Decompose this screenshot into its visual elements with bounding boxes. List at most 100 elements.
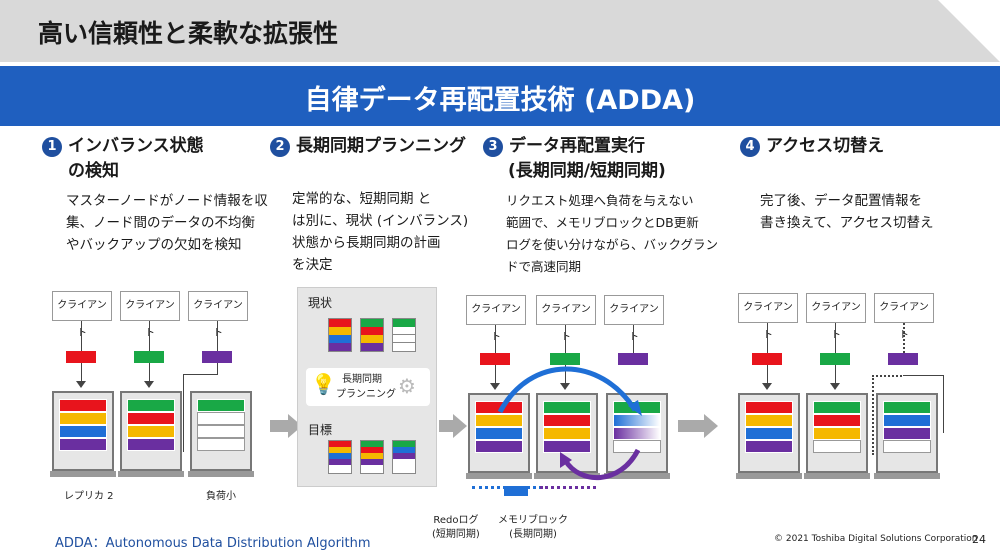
mini-node bbox=[328, 318, 352, 352]
current-label: 現状 bbox=[308, 296, 333, 310]
step-2-description: 定常的な、短期同期 とは別に、現状 (インバランス)状態から長期同期の計画を決定 bbox=[292, 191, 469, 273]
flow-arrow bbox=[678, 420, 706, 432]
mini-node bbox=[360, 318, 384, 352]
server-stand bbox=[736, 473, 802, 479]
connector-line bbox=[183, 374, 217, 375]
client-box: クライアント bbox=[738, 293, 798, 341]
server-node bbox=[52, 391, 114, 471]
arrow-down-icon bbox=[560, 383, 570, 390]
connector-dotted bbox=[872, 375, 874, 455]
server-stand bbox=[118, 471, 184, 477]
client-box: クライアント bbox=[52, 291, 112, 339]
step-4-description: 完了後、データ配置情報を書き換えて、アクセス切替え bbox=[760, 193, 934, 231]
server-node bbox=[190, 391, 252, 471]
connector-line bbox=[81, 363, 82, 381]
server-node bbox=[468, 393, 530, 473]
request-token-red bbox=[480, 353, 510, 365]
memory-block-label: メモリブロック(長期同期) bbox=[498, 515, 568, 540]
server-node bbox=[606, 393, 668, 473]
connector-line bbox=[565, 365, 566, 383]
planning-label-1: 長期同期 bbox=[342, 374, 382, 385]
request-token-green bbox=[550, 353, 580, 365]
arrow-down-icon bbox=[762, 383, 772, 390]
step-3-title-line2: (長期同期/短期同期) bbox=[508, 161, 666, 181]
flow-arrow bbox=[270, 420, 290, 432]
request-token-red bbox=[752, 353, 782, 365]
mini-node bbox=[328, 440, 352, 474]
connector-line bbox=[835, 323, 836, 353]
server-stand bbox=[874, 473, 940, 479]
client-box: クライアント bbox=[188, 291, 248, 339]
client-box: クライアント bbox=[466, 295, 526, 343]
mini-node bbox=[360, 440, 384, 474]
step-2-number: 2 bbox=[270, 137, 290, 157]
connector-line bbox=[183, 374, 184, 452]
connector-line bbox=[943, 375, 944, 433]
server-stand bbox=[534, 473, 600, 479]
connector-line bbox=[767, 365, 768, 383]
request-token-purple bbox=[888, 353, 918, 365]
title-banner bbox=[0, 0, 1000, 62]
connector-line bbox=[835, 365, 836, 383]
server-node bbox=[806, 393, 868, 473]
connector-line bbox=[149, 363, 150, 381]
server-node bbox=[876, 393, 938, 473]
connector-line bbox=[565, 325, 566, 353]
server-stand bbox=[804, 473, 870, 479]
low-load-label: 負荷小 bbox=[206, 491, 236, 502]
step-1-title-line2: の検知 bbox=[68, 161, 119, 181]
server-stand bbox=[188, 471, 254, 477]
client-box: クライアント bbox=[874, 293, 934, 341]
gear-icon: ⚙ bbox=[398, 374, 416, 398]
step-4-number: 4 bbox=[740, 137, 760, 157]
client-box: クライアント bbox=[536, 295, 596, 343]
arrow-down-icon bbox=[76, 381, 86, 388]
connector-line bbox=[217, 321, 218, 351]
footer-definition: ADDA：Autonomous Data Distribution Algori… bbox=[55, 536, 371, 551]
mini-node bbox=[392, 318, 416, 352]
section-subtitle: 自律データ再配置技術 (ADDA) bbox=[304, 85, 696, 116]
client-box: クライアント bbox=[604, 295, 664, 343]
server-node bbox=[120, 391, 182, 471]
request-token-purple bbox=[618, 353, 648, 365]
request-token-red bbox=[66, 351, 96, 363]
mini-node bbox=[392, 440, 416, 474]
request-token-green bbox=[134, 351, 164, 363]
connector-line bbox=[903, 375, 943, 376]
sync-arrows bbox=[497, 366, 642, 481]
planning-label-2: プランニング bbox=[336, 389, 396, 400]
arrow-down-icon bbox=[490, 383, 500, 390]
replica-label: レプリカ 2 bbox=[64, 491, 114, 502]
connector-line bbox=[149, 321, 150, 351]
connector-line bbox=[81, 321, 82, 351]
request-token-purple bbox=[202, 351, 232, 363]
step-3-number: 3 bbox=[483, 137, 503, 157]
flow-arrow bbox=[439, 420, 455, 432]
memory-block bbox=[504, 486, 528, 496]
purple-block-stream bbox=[540, 486, 596, 490]
connector-line bbox=[767, 323, 768, 353]
flow-arrow-head bbox=[453, 414, 467, 438]
target-label: 目標 bbox=[308, 423, 333, 437]
client-box: クライアント bbox=[806, 293, 866, 341]
server-stand bbox=[466, 473, 532, 479]
copyright: © 2021 Toshiba Digital Solutions Corpora… bbox=[774, 534, 978, 544]
lightbulb-icon: 💡 bbox=[311, 372, 336, 396]
page-title: 高い信頼性と柔軟な拡張性 bbox=[38, 19, 339, 48]
connector-line bbox=[495, 365, 496, 383]
step-3-description: リクエスト処理へ負荷を与えない範囲で、メモリブロックとDB更新ログを使い分けなが… bbox=[506, 193, 719, 274]
server-stand bbox=[50, 471, 116, 477]
connector-line bbox=[495, 325, 496, 353]
flow-arrow-head bbox=[704, 414, 718, 438]
connector-line bbox=[217, 363, 218, 375]
connector-line bbox=[633, 325, 634, 353]
step-1-number: 1 bbox=[42, 137, 62, 157]
step-1-description: マスターノードがノード情報を収集、ノード間のデータの不均衡やバックアップの欠如を… bbox=[66, 193, 268, 253]
client-box: クライアント bbox=[120, 291, 180, 339]
connector-dotted bbox=[872, 375, 902, 377]
server-node bbox=[536, 393, 598, 473]
